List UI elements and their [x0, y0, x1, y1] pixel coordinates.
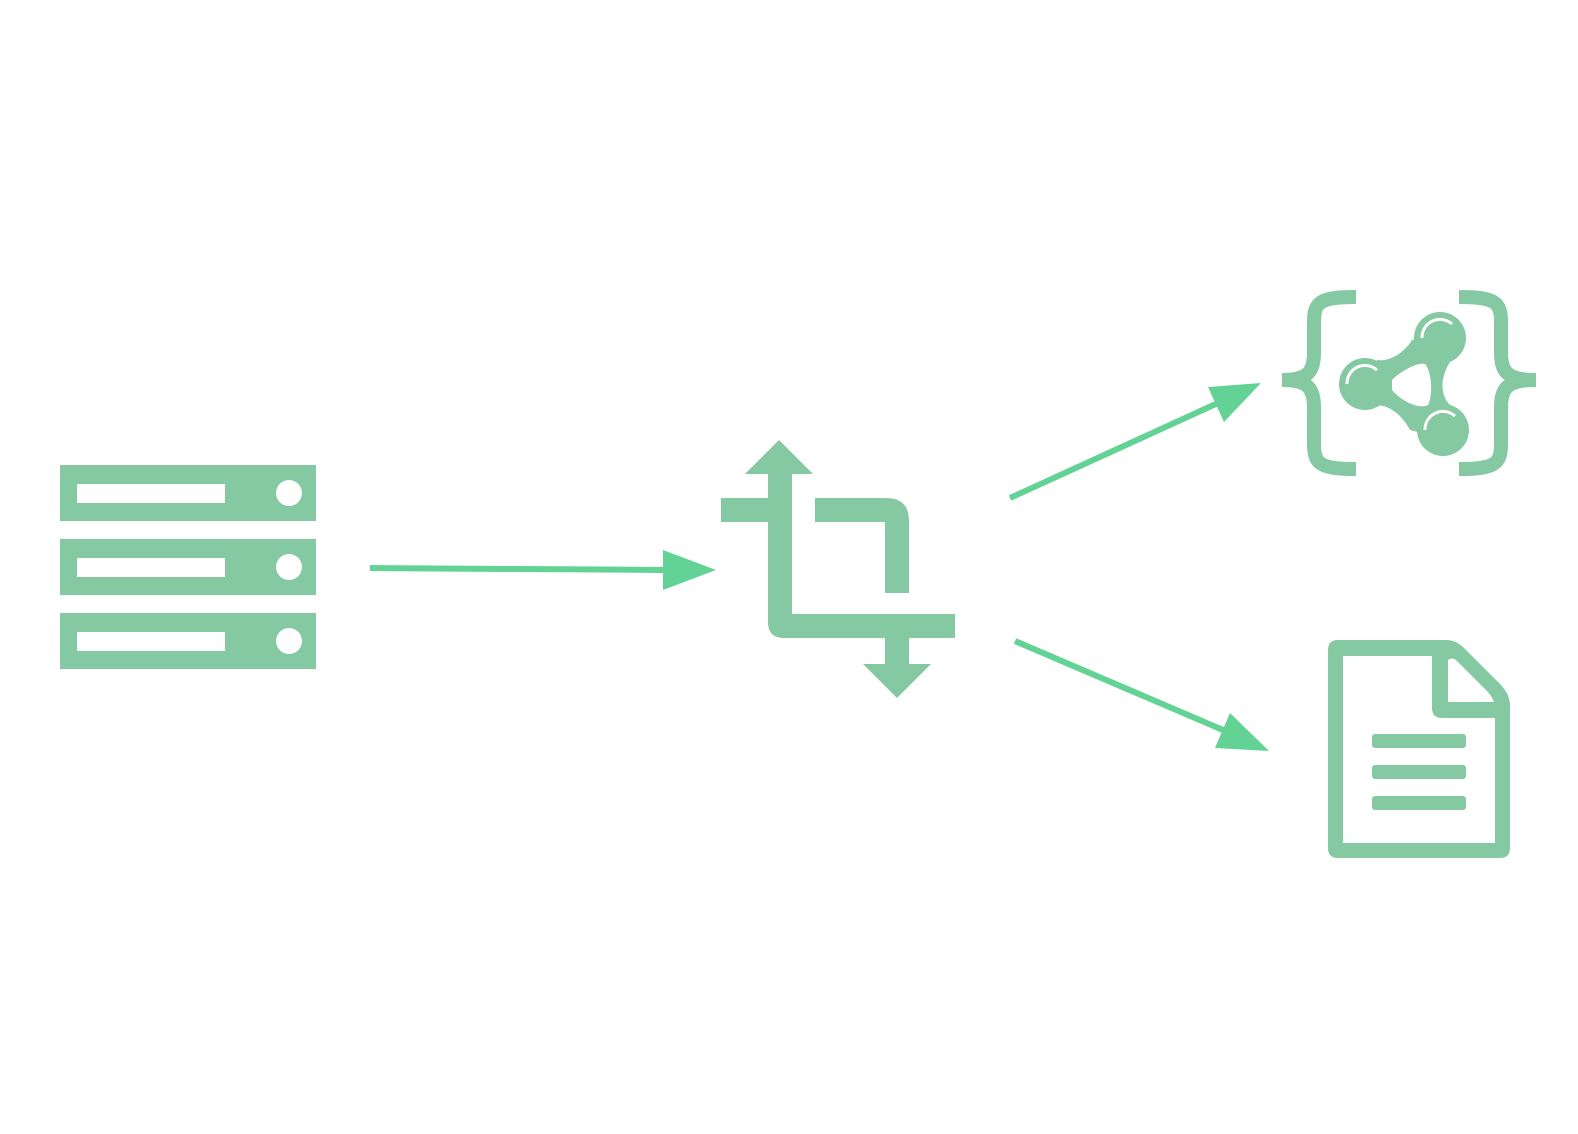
server-unit: [60, 465, 316, 521]
document-file-icon: [1328, 640, 1510, 858]
crop-transform-icon: [721, 440, 955, 698]
server-unit: [60, 613, 316, 669]
arrow-server-to-transform: [369, 550, 716, 590]
arrow-transform-to-jsonld: [1008, 383, 1261, 501]
left-brace: [1281, 290, 1357, 476]
json-ld-molecule-icon: [1281, 290, 1537, 476]
server-stack-icon: [60, 465, 316, 669]
right-brace: [1458, 290, 1537, 476]
arrow-transform-to-document: [1013, 638, 1269, 751]
server-unit: [60, 539, 316, 595]
